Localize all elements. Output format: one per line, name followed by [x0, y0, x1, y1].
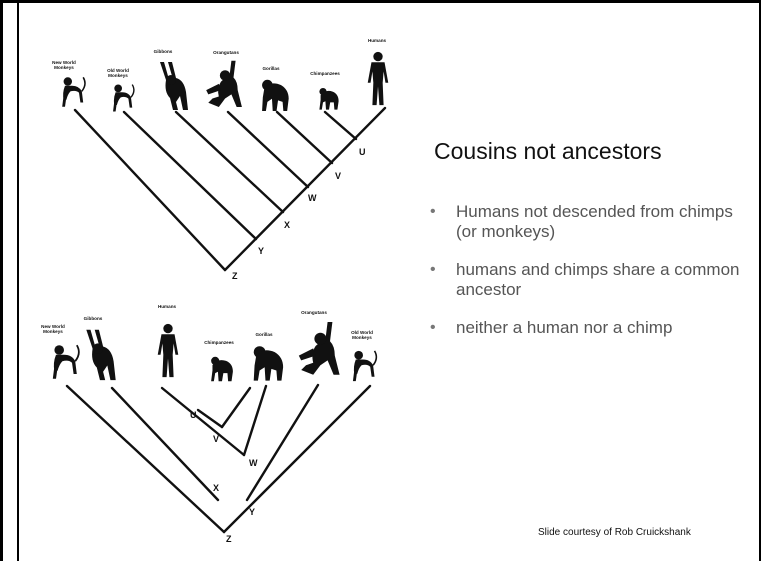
- gibbon-icon: [160, 62, 188, 110]
- node-label: Y: [258, 246, 264, 256]
- branch-line: [67, 386, 224, 532]
- orangutan-icon: [206, 61, 242, 107]
- bullet-text: Humans not descended from chimps (or mon…: [456, 202, 733, 241]
- monkey-icon: [113, 85, 134, 112]
- branch-line: [247, 385, 318, 500]
- node-label: W: [308, 193, 317, 203]
- branch-line: [75, 110, 225, 270]
- node-label: Z: [226, 534, 232, 544]
- node-label: V: [213, 434, 219, 444]
- gibbon-icon: [86, 330, 115, 380]
- branch-line: [162, 388, 244, 455]
- gorilla-icon: [262, 80, 289, 111]
- taxon-gorillas: Gorillas: [254, 332, 283, 381]
- branch-line: [228, 112, 308, 187]
- taxon-label: Chimpanzees: [310, 71, 340, 76]
- branch-line: [224, 386, 370, 532]
- branch-line: [124, 112, 256, 239]
- taxon-label: Gibbons: [84, 316, 103, 321]
- taxon-gibbons: Gibbons: [84, 316, 116, 380]
- bullet-item: • neither a human nor a chimp: [426, 318, 748, 338]
- taxon-humans: Humans: [368, 38, 389, 105]
- node-label: X: [213, 483, 219, 493]
- taxon-gorillas: Gorillas: [262, 66, 289, 111]
- taxon-label: Humans: [158, 304, 177, 309]
- chimpanzee-icon: [319, 88, 338, 110]
- cladogram-bottom-branches: [67, 385, 370, 532]
- chimpanzee-icon: [211, 357, 233, 381]
- node-label: Y: [249, 507, 255, 517]
- taxon-humans: Humans: [158, 304, 179, 377]
- branch-line: [222, 388, 250, 427]
- gorilla-icon: [254, 346, 283, 380]
- cladogram-top-node-labels: U V W X Y Z: [232, 147, 366, 281]
- bullet-text: neither a human nor a chimp: [456, 318, 672, 337]
- slide-title: Cousins not ancestors: [434, 138, 662, 165]
- human-icon: [158, 324, 179, 377]
- node-label: U: [359, 147, 366, 157]
- orangutan-icon: [299, 322, 340, 375]
- bullet-item: • humans and chimps share a common ances…: [426, 260, 748, 300]
- cladogram-bottom-node-labels: U V W X Y Z: [190, 410, 258, 544]
- bullet-list: • Humans not descended from chimps (or m…: [426, 202, 748, 356]
- taxon-label: Gibbons: [154, 49, 173, 54]
- bullet-text: humans and chimps share a common ancesto…: [456, 260, 739, 299]
- taxon-label: Orangutans: [213, 50, 239, 55]
- node-label: X: [284, 220, 290, 230]
- taxon-label: Chimpanzees: [204, 340, 234, 345]
- bullet-dot-icon: •: [430, 318, 436, 338]
- branch-line: [277, 112, 332, 163]
- branch-line: [244, 386, 266, 455]
- taxon-orangutans: Orangutans: [299, 310, 340, 375]
- slide-credit: Slide courtesy of Rob Cruickshank: [538, 527, 691, 538]
- taxon-label: Orangutans: [301, 310, 327, 315]
- taxon-chimpanzees: Chimpanzees: [204, 340, 234, 381]
- bullet-item: • Humans not descended from chimps (or m…: [426, 202, 748, 242]
- node-label: U: [190, 410, 197, 420]
- taxon-gibbons: Gibbons: [154, 49, 188, 110]
- branch-line: [198, 410, 222, 427]
- bullet-dot-icon: •: [430, 260, 436, 280]
- bullet-dot-icon: •: [430, 202, 436, 222]
- monkey-icon: [53, 345, 79, 379]
- taxon-orangutans: Orangutans: [206, 50, 242, 107]
- taxon-chimpanzees: Chimpanzees: [310, 71, 340, 110]
- node-label: Z: [232, 271, 238, 281]
- node-label: W: [249, 458, 258, 468]
- monkey-icon: [62, 77, 85, 106]
- cladogram-top-branches: [75, 108, 385, 270]
- node-label: V: [335, 171, 341, 181]
- taxon-label: Humans: [368, 38, 387, 43]
- branch-line: [325, 112, 356, 139]
- monkey-icon: [353, 351, 376, 381]
- taxon-label: Gorillas: [262, 66, 280, 71]
- taxon-label: Gorillas: [255, 332, 273, 337]
- branch-line: [176, 112, 283, 212]
- human-icon: [368, 52, 389, 105]
